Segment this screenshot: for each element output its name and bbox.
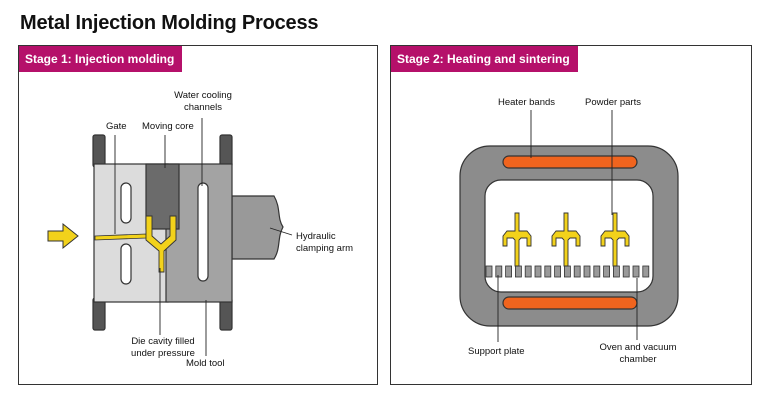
label-hydraulic: Hydraulic clamping arm [296,231,354,254]
support-plate-block [613,265,620,278]
label-support-plate: Support plate [468,346,525,357]
heater-band-bottom [502,296,638,310]
die-cavity-part [145,215,177,273]
support-plate-block [544,265,552,278]
powder-part [551,212,581,267]
support-plate-block [495,265,503,278]
support-plate [485,265,650,278]
support-plate-block [515,265,522,278]
label-oven: Oven and vacuum chamber [599,342,677,365]
label-gate: Gate [106,121,127,132]
stage2-leaders [497,110,638,342]
label-water-cooling: Water cooling channels [174,90,232,113]
mold-illustration [92,134,284,331]
powder-part [600,212,630,267]
support-plate-block [642,265,650,278]
label-moving-core: Moving core [142,121,194,132]
support-plate-block [505,265,513,278]
support-plate-block [603,265,610,278]
stage1-leaders [114,118,293,356]
support-plate-block [534,265,542,278]
label-powder-parts: Powder parts [585,97,641,108]
support-plate-block [622,265,630,278]
hydraulic-clamping-arm [231,195,284,260]
stage2-heading: Stage 2: Heating and sintering [391,46,578,72]
support-plate-block [524,265,532,278]
support-plate-block [583,265,591,278]
support-plate-block [632,265,640,278]
support-plate-block [485,265,493,278]
label-die-cavity: Die cavity filled under pressure [131,336,195,359]
cooling-slot [120,243,132,285]
heater-band-top [502,155,638,169]
injected-material [94,215,177,273]
water-cooling-channel [197,182,209,282]
leader-hydraulic [269,227,293,236]
powder-part [502,212,532,267]
left-clamp-plate-top [92,134,106,168]
support-plate-block [564,265,571,278]
injection-arrow-icon [47,222,79,250]
page-title: Metal Injection Molding Process [20,12,319,34]
right-clamp-plate-top [219,134,233,168]
powder-parts [502,212,630,267]
label-heater-bands: Heater bands [498,97,556,108]
cooling-slot [120,182,132,224]
support-plate-block [593,265,601,278]
support-plate-block [573,265,581,278]
right-clamp-plate-bottom [219,297,233,331]
label-mold-tool: Mold tool [186,358,225,369]
support-plate-block [554,265,561,278]
left-clamp-plate-bottom [92,297,106,331]
stage1-heading: Stage 1: Injection molding [19,46,183,72]
